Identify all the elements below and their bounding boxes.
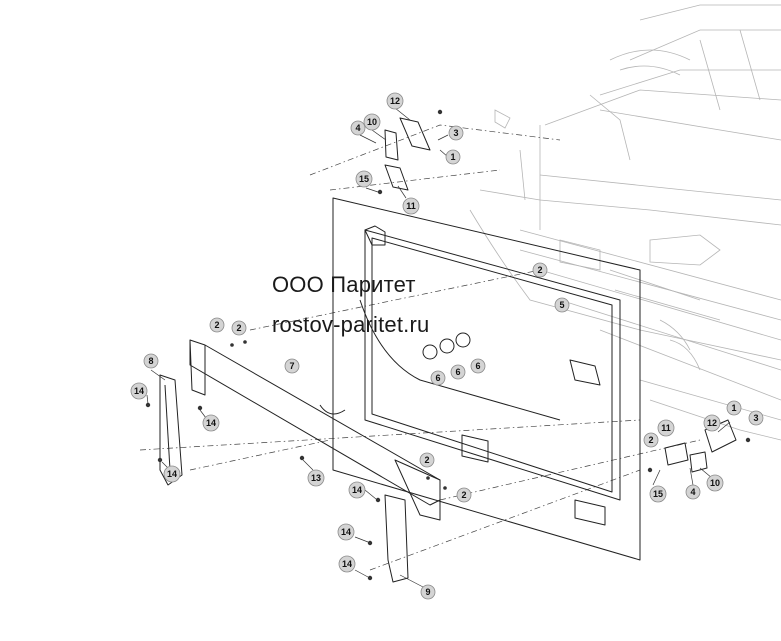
callout-11-right: 11 — [657, 419, 675, 437]
svg-text:1: 1 — [731, 403, 736, 413]
callout-5-panel: 5 — [554, 297, 570, 313]
svg-text:11: 11 — [661, 423, 671, 433]
svg-text:13: 13 — [311, 473, 321, 483]
callout-12-right: 12 — [703, 414, 721, 432]
top-brackets — [384, 117, 431, 191]
lower-plate — [384, 494, 409, 583]
svg-text:12: 12 — [390, 96, 400, 106]
callout-8: 8 — [143, 353, 159, 369]
svg-text:3: 3 — [453, 128, 458, 138]
watermark-url: rostov-paritet.ru — [272, 312, 430, 337]
callout-10-top: 10 — [363, 113, 381, 131]
callout-14-c: 14 — [163, 465, 181, 483]
svg-text:2: 2 — [424, 455, 429, 465]
svg-text:2: 2 — [537, 265, 542, 275]
svg-text:7: 7 — [289, 361, 294, 371]
svg-text:14: 14 — [206, 418, 216, 428]
svg-text:2: 2 — [214, 320, 219, 330]
callout-2-panel: 2 — [532, 262, 548, 278]
svg-text:4: 4 — [355, 123, 360, 133]
lower-beam — [189, 339, 441, 521]
callout-6-b: 6 — [450, 364, 466, 380]
callout-15-top: 15 — [355, 170, 373, 188]
callout-9: 9 — [420, 584, 436, 600]
svg-text:4: 4 — [690, 487, 695, 497]
callout-6-a: 6 — [430, 370, 446, 386]
svg-text:1: 1 — [450, 152, 455, 162]
callout-15-right: 15 — [649, 485, 667, 503]
callout-4-top: 4 — [350, 120, 366, 136]
svg-text:14: 14 — [352, 485, 362, 495]
right-brackets — [664, 419, 737, 473]
svg-text:14: 14 — [342, 559, 352, 569]
svg-text:3: 3 — [753, 413, 758, 423]
callout-7: 7 — [284, 358, 300, 374]
svg-text:15: 15 — [359, 174, 369, 184]
svg-text:10: 10 — [710, 478, 720, 488]
leader-lines — [146, 107, 731, 589]
callout-12-top: 12 — [386, 92, 404, 110]
svg-text:11: 11 — [406, 201, 416, 211]
screws — [145, 109, 751, 581]
callout-14-e: 14 — [337, 523, 355, 541]
callout-3-top: 3 — [448, 125, 464, 141]
callout-14-a: 14 — [130, 382, 148, 400]
svg-text:6: 6 — [435, 373, 440, 383]
svg-text:15: 15 — [653, 489, 663, 499]
svg-text:2: 2 — [461, 490, 466, 500]
callout-2-beam-a: 2 — [419, 452, 435, 468]
svg-text:6: 6 — [475, 361, 480, 371]
callout-3-right: 3 — [748, 410, 764, 426]
background-machine-ghost — [469, 4, 781, 441]
svg-text:2: 2 — [648, 435, 653, 445]
callout-1-top: 1 — [445, 149, 461, 165]
callout-2-beam-b: 2 — [456, 487, 472, 503]
callout-10-right: 10 — [706, 474, 724, 492]
callout-2-left-b: 2 — [231, 320, 247, 336]
callout-2-left-a: 2 — [209, 317, 225, 333]
callout-14-d: 14 — [348, 481, 366, 499]
svg-text:8: 8 — [148, 356, 153, 366]
callout-13: 13 — [307, 469, 325, 487]
assembly-lines — [139, 124, 701, 571]
svg-text:14: 14 — [134, 386, 144, 396]
callout-4-right: 4 — [685, 484, 701, 500]
watermark-company: ООО Паритет — [272, 272, 416, 297]
svg-text:10: 10 — [367, 117, 377, 127]
callout-14-f: 14 — [338, 555, 356, 573]
svg-text:6: 6 — [455, 367, 460, 377]
svg-text:14: 14 — [341, 527, 351, 537]
callout-2-right: 2 — [643, 432, 659, 448]
svg-text:2: 2 — [236, 323, 241, 333]
svg-text:12: 12 — [707, 418, 717, 428]
svg-text:14: 14 — [167, 469, 177, 479]
callout-14-b: 14 — [202, 414, 220, 432]
svg-text:5: 5 — [559, 300, 564, 310]
rear-panel — [332, 197, 641, 561]
callout-11-top: 11 — [402, 197, 420, 215]
svg-text:9: 9 — [425, 587, 430, 597]
callout-1-right: 1 — [726, 400, 742, 416]
callout-6-c: 6 — [470, 358, 486, 374]
